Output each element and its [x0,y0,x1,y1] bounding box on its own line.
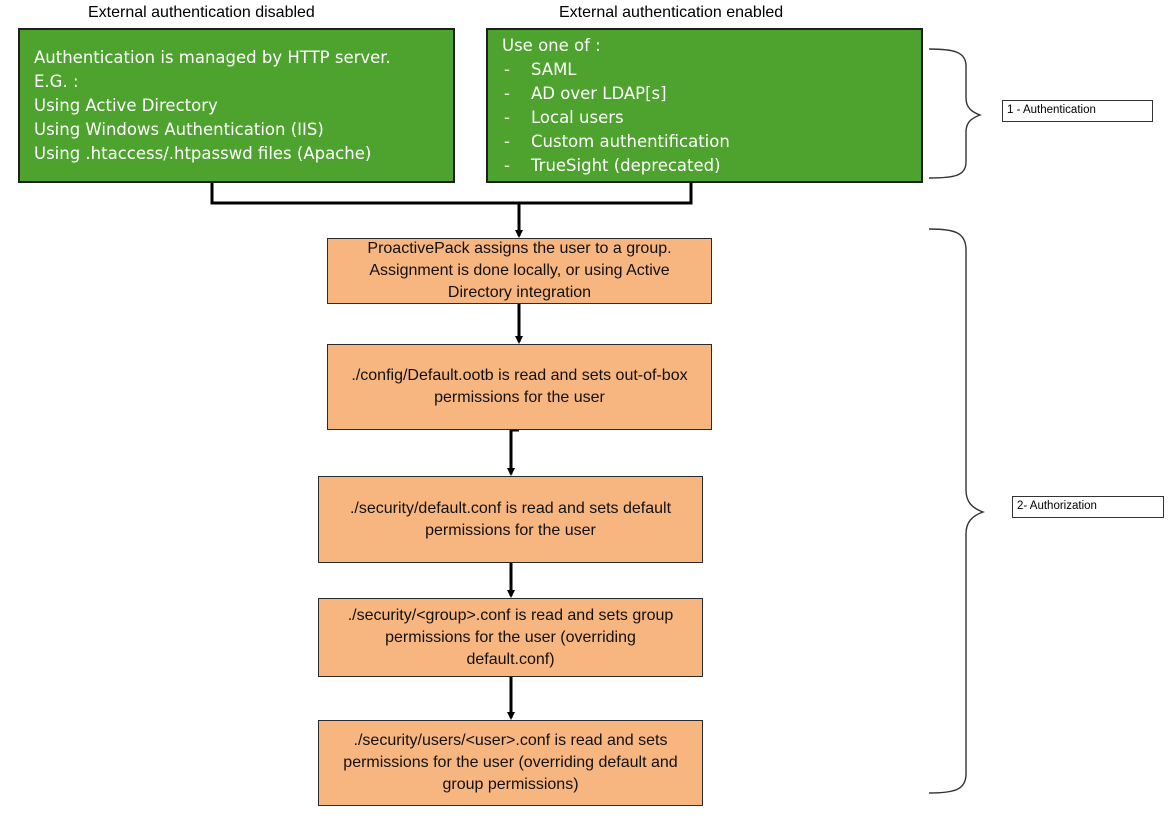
step-text: ./security/default.conf is read and sets… [349,499,672,517]
step-text: ./security/<group>.conf is read and sets… [347,606,674,624]
step-assign-group: ProactivePack assigns the user to a grou… [327,238,712,304]
merge-connector [210,182,693,205]
step-text: group permissions) [442,776,579,793]
box-line: Using .htaccess/.htpasswd files (Apache) [34,144,372,163]
list-item: -SAML [504,60,577,79]
box-intro: Use one of : [502,36,601,55]
box-line: Using Windows Authentication (IIS) [34,120,324,139]
step-text: permissions for the user (overriding def… [343,754,678,771]
step-text: Directory integration [447,284,592,301]
step-text: permissions for the user [425,521,596,539]
step-text: ProactivePack assigns the user to a grou… [367,240,672,257]
box-line: Authentication is managed by HTTP server… [34,48,391,67]
box-line: Using Active Directory [34,96,218,115]
arrow-to-step-3 [507,428,519,476]
step-text: ./security/users/<user>.conf is read and… [353,732,668,749]
authorization-phase-label: 2- Authorization [1012,496,1164,518]
step-read-group-conf: ./security/<group>.conf is read and sets… [318,598,703,677]
box-line: E.G. : [34,72,79,91]
step-text: permissions for the user [434,389,605,406]
list-item: -AD over LDAP[s] [504,84,667,103]
authentication-brace [928,48,982,179]
external-auth-disabled-box: Authentication is managed by HTTP server… [18,28,455,183]
step-read-default-conf: ./security/default.conf is read and sets… [318,476,703,563]
step-text: permissions for the user (overriding [385,628,636,646]
list-item: -Custom authentification [504,132,730,151]
step-text: ./config/Default.ootb is read and sets o… [351,367,688,384]
list-item: -TrueSight (deprecated) [504,156,721,175]
step-text: Assignment is done locally, or using Act… [369,262,670,279]
left-column-title: External authentication disabled [88,4,315,21]
authorization-brace [928,228,986,794]
step-text: default.conf) [466,650,555,668]
external-auth-enabled-box: Use one of : -SAML -AD over LDAP[s] -Loc… [486,28,923,183]
right-column-title: External authentication enabled [559,4,784,21]
list-item: -Local users [504,108,624,127]
step-read-user-conf: ./security/users/<user>.conf is read and… [318,720,703,806]
authentication-phase-label: 1 - Authentication [1002,100,1153,122]
step-read-default-ootb: ./config/Default.ootb is read and sets o… [327,344,712,430]
